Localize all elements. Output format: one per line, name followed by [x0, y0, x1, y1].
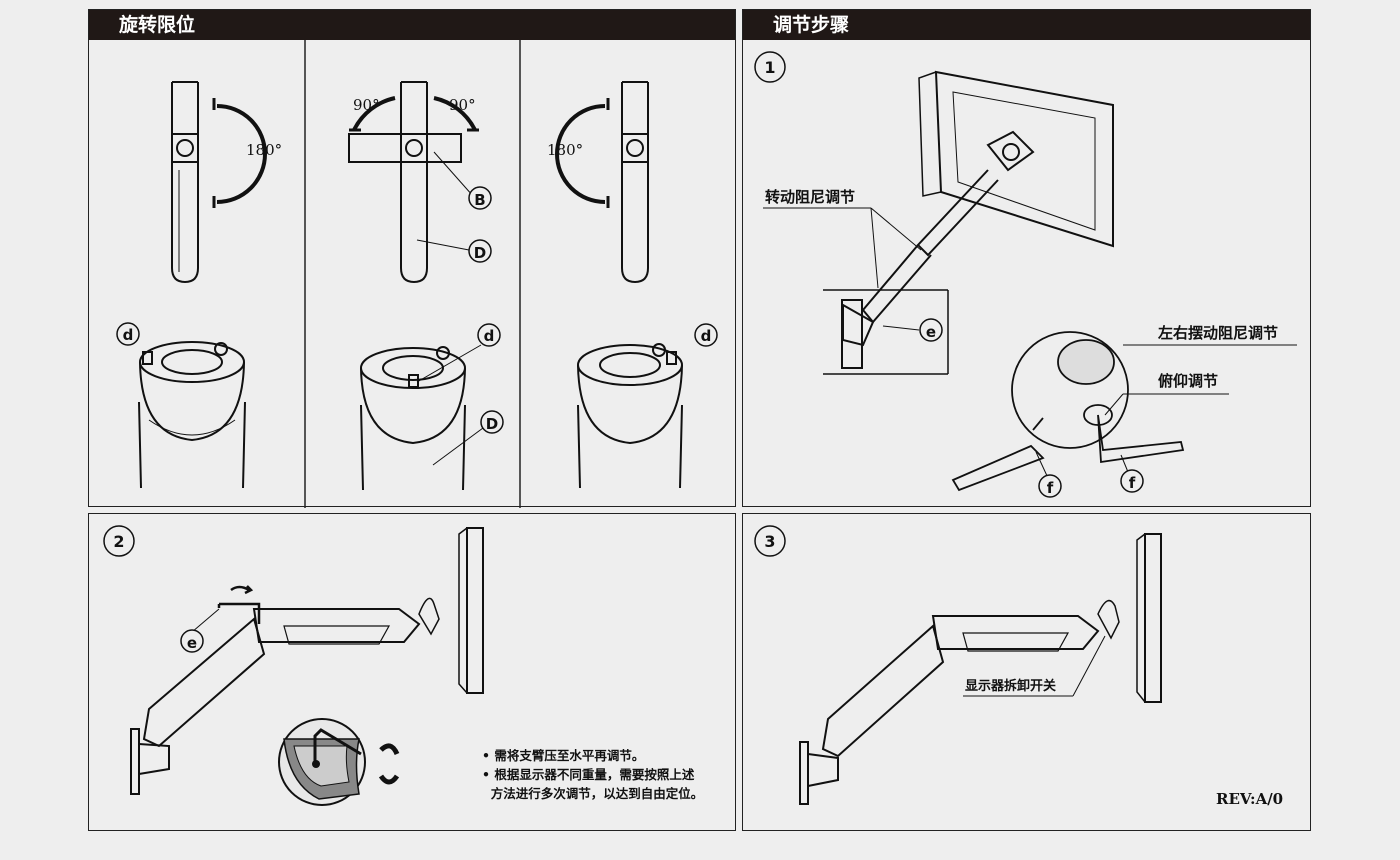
callout-f-right: f: [1129, 474, 1136, 492]
step1-diagram: 1 转动阻尼调节 e: [754, 51, 1297, 498]
note-line-2: • 根据显示器不同重量，需要按照上述: [482, 767, 695, 782]
step3-number: 3: [764, 532, 775, 551]
label-rotation-damping: 转动阻尼调节: [765, 188, 855, 206]
monitor-arm-step2: [130, 527, 484, 795]
pivot-base-center: [360, 344, 484, 491]
step2-panel: 2 e • 需将支臂压至水平再调节。 • 根据显示器不同重量，需要按照上述: [88, 513, 736, 831]
callout-d-1: d: [123, 326, 134, 344]
callout-d-circle-3: [694, 323, 718, 347]
callout-d-2: d: [484, 327, 495, 345]
label-tilt-adjust: 俯仰调节: [1158, 372, 1218, 390]
callout-e-step2: e: [187, 634, 197, 652]
angle-label-180-right: 180°: [547, 141, 583, 159]
callout-e-step1: e: [926, 323, 936, 341]
callout-d-circle-bottom: [480, 410, 504, 434]
arm-top-view-left: [171, 81, 199, 284]
rotation-limit-diagram: 180° 90° 90° B D 180°: [116, 40, 718, 508]
label-release-switch: 显示器拆卸开关: [965, 678, 1056, 694]
revision-label: REV:A/0: [1216, 790, 1283, 808]
arm-top-view-right: [621, 81, 649, 284]
callout-d-3: d: [701, 327, 712, 345]
callout-b: B: [474, 191, 485, 209]
monitor-arm-step1: [823, 169, 999, 375]
step3-panel: 3 显示器拆卸开关 REV:A/0: [742, 513, 1311, 831]
callout-f-left: f: [1047, 479, 1054, 497]
angle-label-180-left: 180°: [246, 141, 282, 159]
pivot-base-left: [138, 341, 246, 489]
adjustment-steps-panel: 调节步骤 1 转动阻尼调节 e: [742, 9, 1311, 507]
callout-d-circle-1: [116, 322, 140, 346]
step2-notes: • 需将支臂压至水平再调节。 • 根据显示器不同重量，需要按照上述 方法进行多次…: [482, 746, 703, 803]
label-swing-damping: 左右摆动阻尼调节: [1157, 324, 1278, 342]
arm-top-view-center: [348, 81, 474, 284]
angle-label-90-left: 90°: [353, 96, 380, 114]
hex-key-detail: [278, 718, 400, 806]
callout-d-circle-2: [477, 323, 501, 347]
adjustment-steps-header: 调节步骤: [743, 10, 1310, 40]
note-line-1: • 需将支臂压至水平再调节。: [482, 748, 645, 763]
note-line-3: 方法进行多次调节，以达到自由定位。: [482, 786, 704, 801]
callout-d-top: D: [474, 244, 486, 262]
callout-b-circle: [468, 186, 492, 210]
step2-number: 2: [113, 532, 124, 551]
step3-diagram: 3 显示器拆卸开关 REV:A/0: [754, 525, 1283, 808]
monitor-arm-step3: [799, 533, 1162, 805]
rotation-limit-panel: 旋转限位 180° 90° 90°: [88, 9, 736, 508]
callout-d-circle-top: [468, 239, 492, 263]
step2-diagram: 2 e: [103, 525, 484, 806]
monitor-back: [918, 70, 1114, 248]
angle-label-90-right: 90°: [449, 96, 476, 114]
callout-d-bottom: D: [486, 415, 498, 433]
zoom-detail: [951, 331, 1185, 492]
step1-number: 1: [764, 58, 775, 77]
pivot-base-right: [577, 343, 683, 489]
rotation-limit-header: 旋转限位: [89, 10, 735, 40]
